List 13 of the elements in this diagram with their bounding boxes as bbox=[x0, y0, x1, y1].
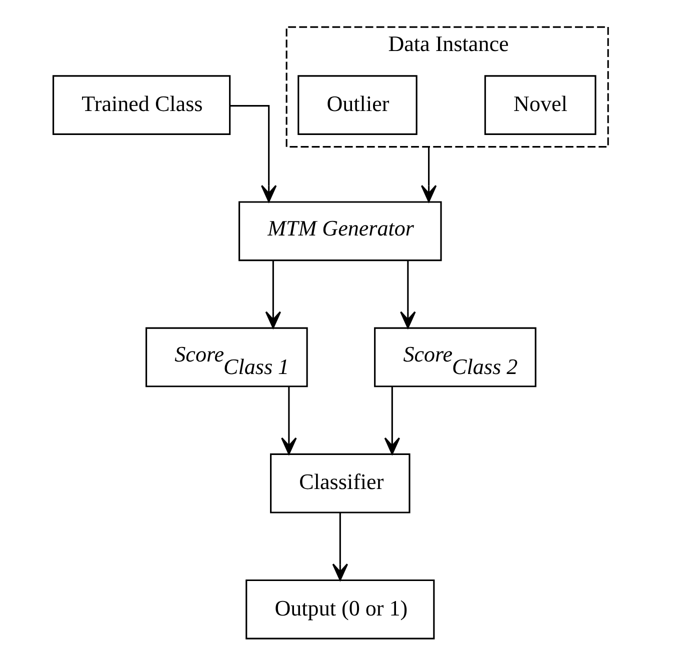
arrow bbox=[400, 260, 416, 328]
node-box: Trained Class bbox=[52, 75, 231, 135]
node-box: Output (0 or 1) bbox=[246, 579, 435, 640]
node-box: Classifier bbox=[270, 453, 410, 514]
arrow bbox=[332, 512, 348, 581]
node-box: Novel bbox=[484, 75, 596, 135]
arrow bbox=[265, 260, 282, 328]
arrow bbox=[281, 386, 297, 455]
arrow bbox=[230, 105, 277, 202]
node-box: Outlier bbox=[298, 75, 418, 135]
arrow bbox=[384, 386, 400, 455]
arrow bbox=[420, 146, 437, 202]
node-box: MTM Generator bbox=[238, 201, 442, 262]
